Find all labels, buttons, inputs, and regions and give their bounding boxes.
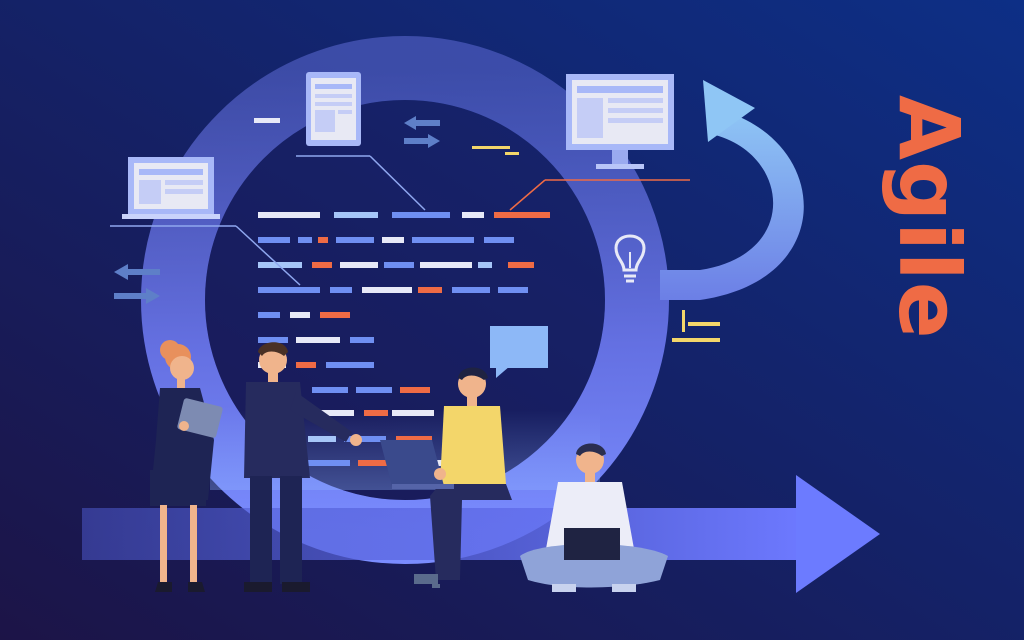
code-line-segment	[318, 237, 328, 243]
code-line-segment	[258, 262, 302, 268]
person-man-yellow-laptop	[380, 367, 512, 588]
code-line-segment	[462, 212, 484, 218]
laptop-icon	[110, 157, 301, 286]
code-line-segment	[326, 362, 374, 368]
code-line-segment	[498, 287, 528, 293]
code-line-segment	[396, 436, 432, 442]
monitor-icon	[509, 74, 690, 211]
code-line-segment	[494, 212, 550, 218]
code-line-segment	[508, 262, 534, 268]
code-line-segment	[334, 212, 378, 218]
code-line-segment	[330, 287, 352, 293]
code-line-segment	[392, 212, 450, 218]
code-line-segment	[258, 287, 320, 293]
code-line-segment	[344, 436, 386, 442]
code-line-segment	[318, 410, 354, 416]
code-line-segment	[296, 337, 340, 343]
code-line-segment	[484, 237, 514, 243]
code-line-segment	[312, 262, 332, 268]
code-line-segment	[358, 460, 398, 466]
code-line-segment	[384, 262, 414, 268]
code-line-segment	[258, 312, 280, 318]
person-man-sitting-laptop	[520, 443, 668, 592]
code-line-segment	[312, 387, 348, 393]
code-line-segment	[412, 237, 474, 243]
person-man-pointing	[244, 342, 362, 592]
code-line-segment	[298, 237, 312, 243]
code-line-segment	[350, 337, 374, 343]
code-line-segment	[362, 287, 412, 293]
code-line-segment	[340, 262, 378, 268]
yellow-marks	[472, 146, 720, 342]
code-line-segment	[296, 362, 316, 368]
code-line-segment	[304, 460, 350, 466]
code-line-segment	[258, 212, 320, 218]
code-line-segment	[418, 287, 442, 293]
code-line-segment	[392, 410, 434, 416]
code-line-segment	[258, 237, 290, 243]
code-line-segment	[258, 337, 288, 343]
cycle-arrow-icon	[660, 80, 804, 300]
code-line-segment	[336, 237, 374, 243]
code-line-segment	[420, 262, 472, 268]
tablet-icon	[254, 72, 426, 211]
code-line-segment	[356, 387, 392, 393]
code-line-segment	[478, 262, 492, 268]
chat-bubble-icon	[490, 326, 548, 378]
code-line-segment	[364, 410, 388, 416]
person-woman-with-tablet	[150, 340, 223, 592]
code-line-segment	[400, 387, 430, 393]
code-line-segment	[308, 436, 336, 442]
code-line-segment	[382, 237, 404, 243]
lightbulb-icon	[614, 234, 646, 283]
code-line-segment	[452, 287, 490, 293]
code-line-segment	[290, 312, 310, 318]
code-line-segment	[320, 312, 350, 318]
swap-arrows-icon	[114, 116, 440, 304]
